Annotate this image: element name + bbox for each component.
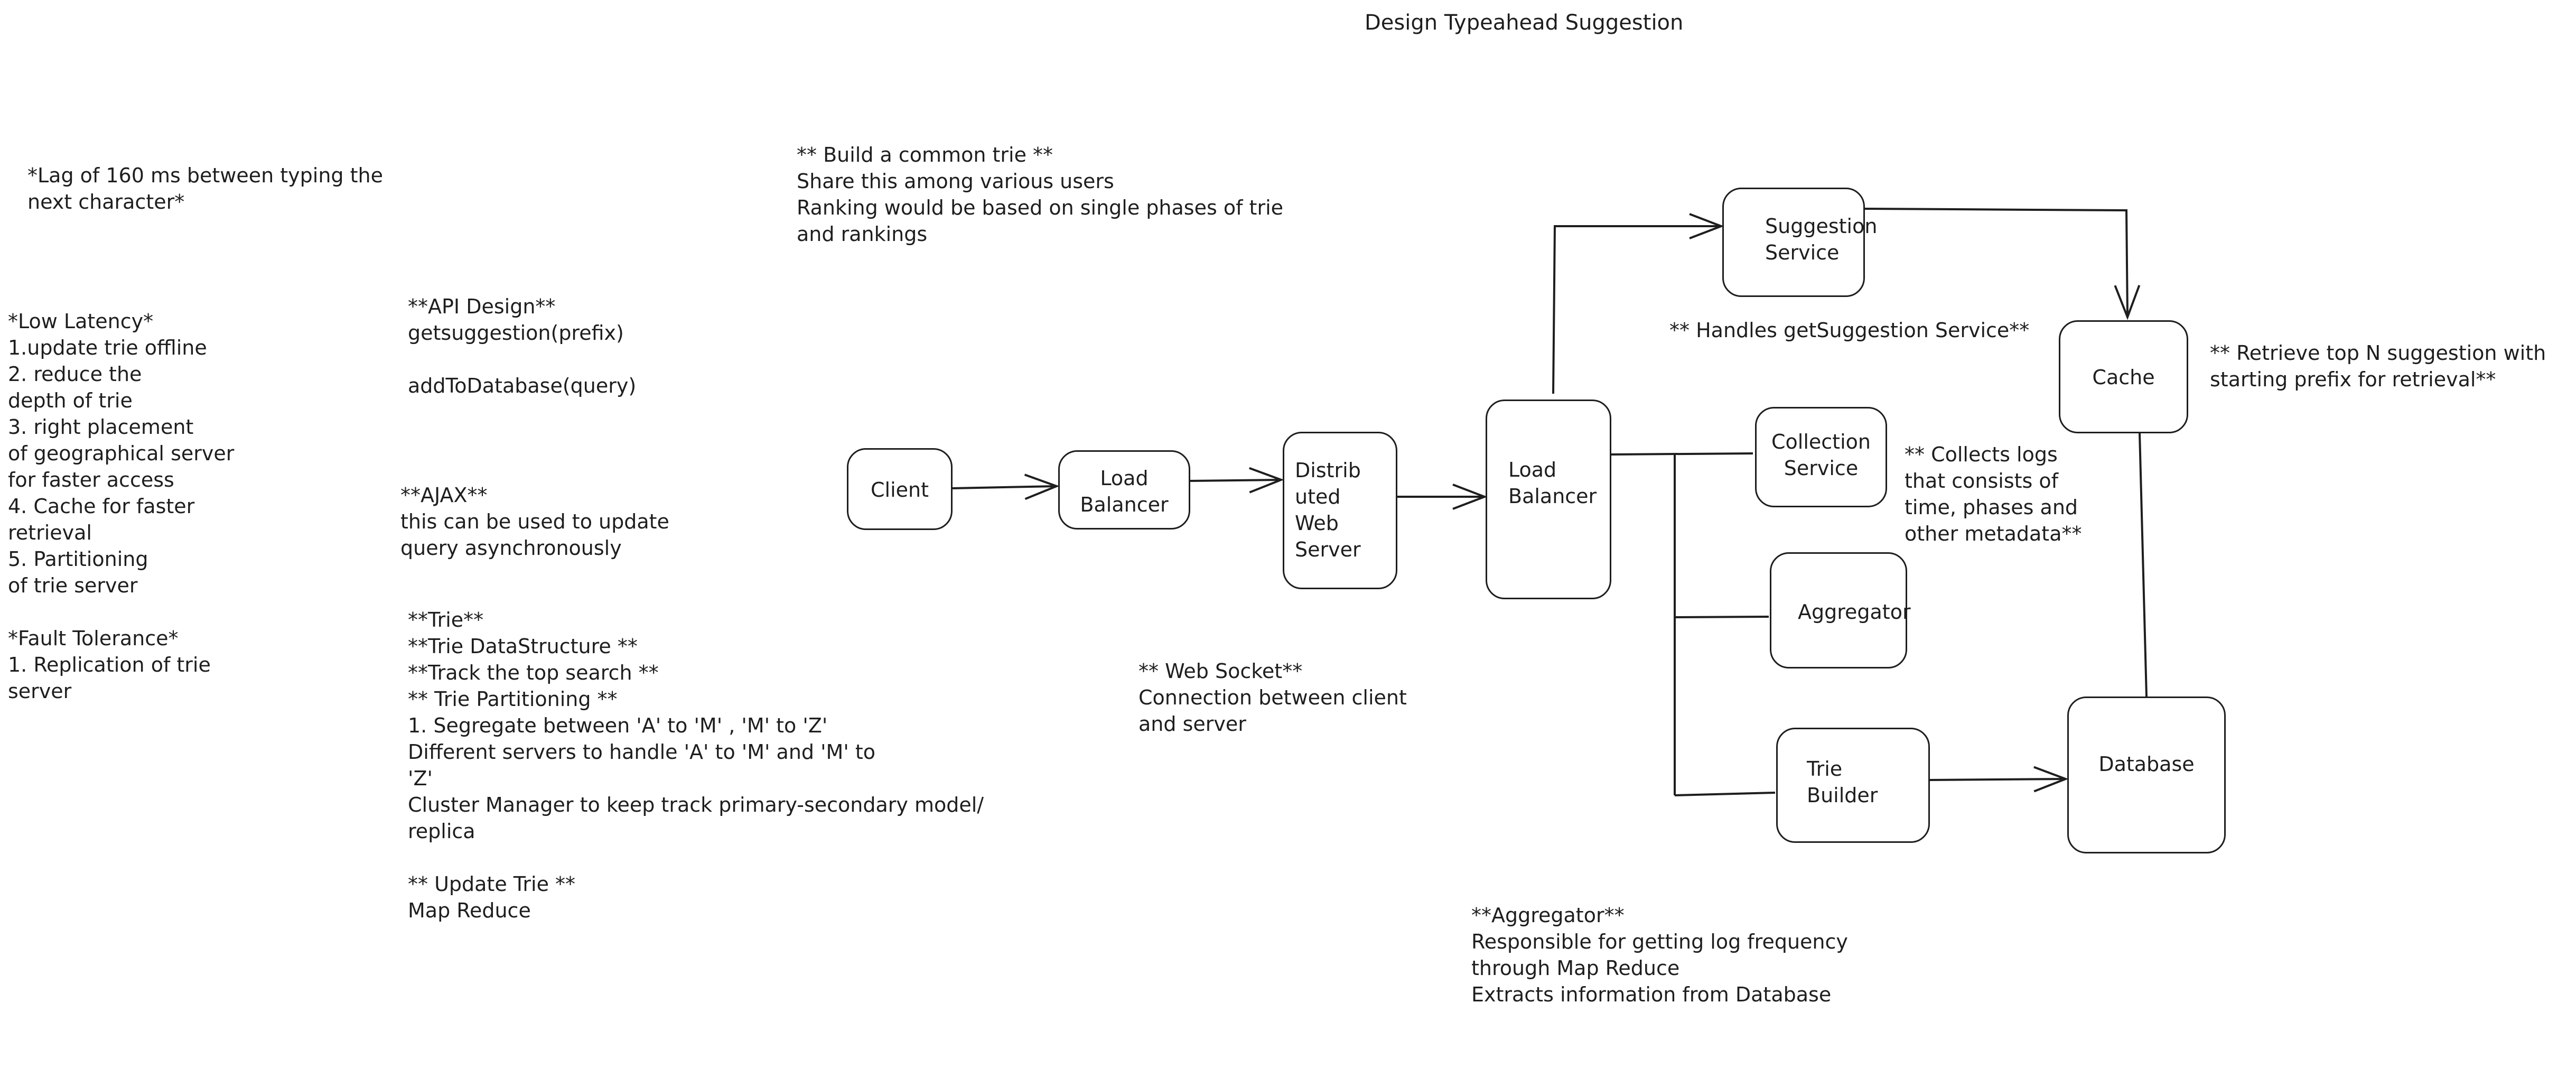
trie-builder-label: Trie Builder [1807,757,1878,807]
web-server-node: Distrib uted Web Server [1283,432,1397,589]
arrow-suggestion-service-to-cache [1864,208,2141,320]
aggregator-note: **Aggregator** Responsible for getting l… [1471,904,1848,1006]
collection-service-label: Collection Service [1771,430,1871,480]
retrieve-suggestion-note: ** Retrieve top N suggestion with starti… [2210,341,2546,391]
arrow-load-balancer-to-suggestion-service [1552,213,1724,394]
cache-label: Cache [2092,366,2155,389]
web-server-label: Distrib uted Web Server [1295,459,1361,561]
ajax-note: **AJAX** this can be used to update quer… [400,484,669,560]
database-label: Database [2098,753,2195,776]
suggestion-service-label: Suggestion Service [1765,215,1878,264]
connector-load-balancer-to-collection-service [1611,452,1753,456]
api-design-note: **API Design** getsuggestion(prefix) add… [408,295,637,397]
database-node: Database [2067,696,2226,853]
aggregator-node: Aggregator [1770,552,1911,668]
requirements-note: *Low Latency* 1.update trie offline 2. r… [8,310,235,703]
load-balancer-node-1: Load Balancer [1058,450,1190,530]
lag-note: *Lag of 160 ms between typing the next c… [27,164,383,213]
load-balancer-node-2: Load Balancer [1486,400,1611,599]
suggestion-service-node: Suggestion Service [1722,188,1877,297]
collection-service-node: Collection Service [1755,407,1887,507]
connector-branch-to-trie-builder [1674,792,1776,796]
arrow-trie-builder-to-database [1929,766,2069,793]
load-balancer-label: Load Balancer [1508,458,1597,508]
websocket-note: ** Web Socket** Connection between clien… [1138,660,1407,736]
handles-suggestion-note: ** Handles getSuggestion Service** [1669,319,2030,342]
arrow-load-balancer-to-web-server [1190,467,1284,494]
common-trie-note: ** Build a common trie ** Share this amo… [797,143,1284,246]
trie-builder-node: Trie Builder [1776,728,1930,843]
trie-note: **Trie** **Trie DataStructure ** **Track… [408,608,984,922]
client-label: Client [870,478,929,502]
arrow-client-to-load-balancer [952,473,1060,500]
cache-node: Cache [2059,320,2188,433]
collects-logs-note: ** Collects logs that consists of time, … [1905,443,2082,545]
client-node: Client [847,448,953,530]
connector-cache-to-database [2139,433,2148,697]
diagram-title: Design Typeahead Suggestion [1365,11,1684,35]
aggregator-label: Aggregator [1798,600,1911,624]
load-balancer-label: Load Balancer [1080,467,1169,516]
